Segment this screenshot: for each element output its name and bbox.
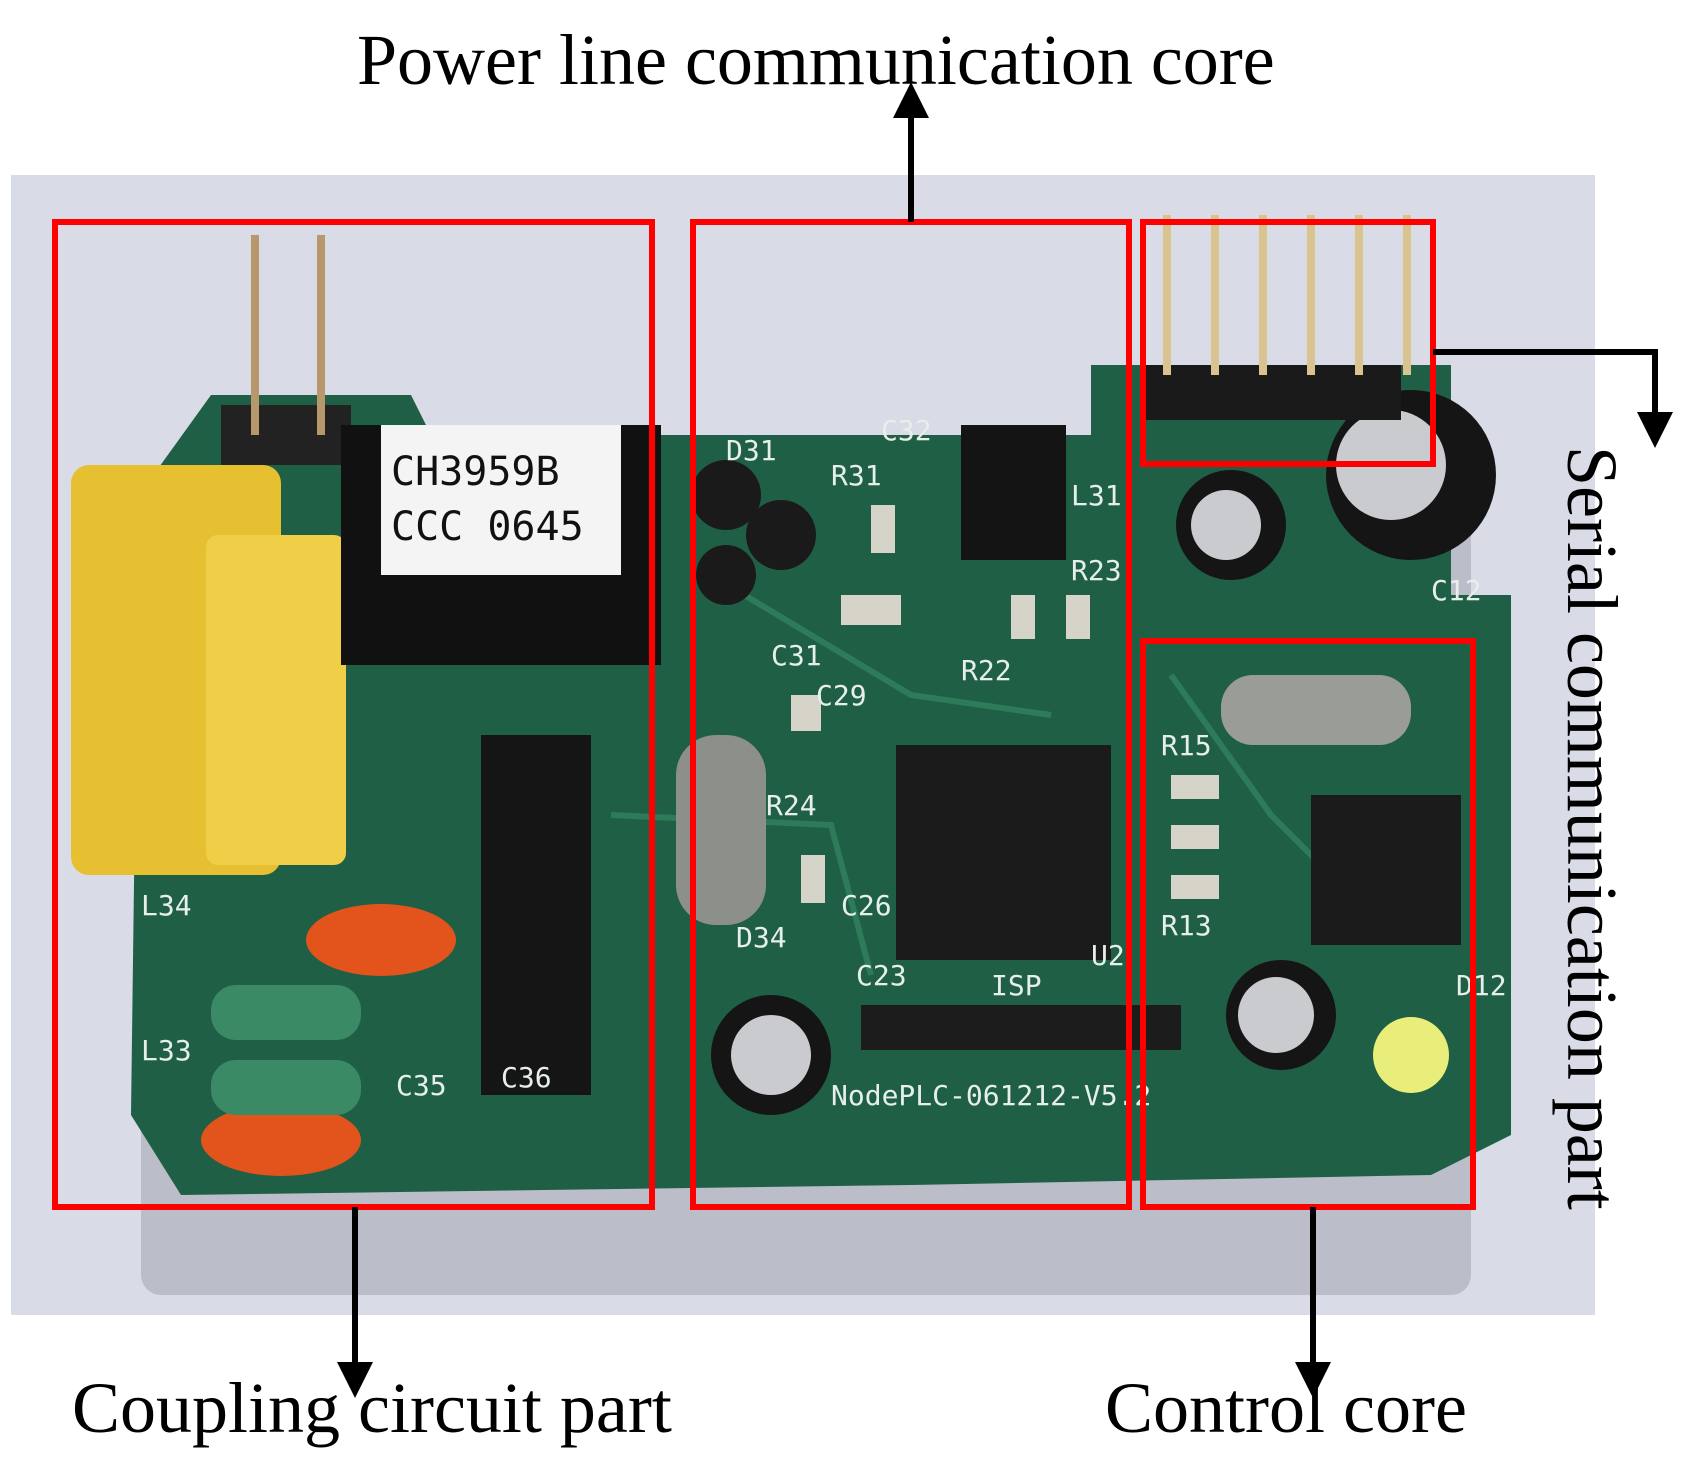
silk-c36: C36 (501, 1061, 552, 1094)
caption-control-core: Control core (1105, 1368, 1467, 1448)
highlight-box-power-line-core (690, 219, 1132, 1210)
silk-l34: L34 (141, 889, 192, 922)
module-label-line1: CH3959B (391, 449, 560, 495)
highlight-box-coupling (52, 219, 655, 1210)
silk-c29: C29 (816, 679, 867, 712)
highlight-box-serial (1140, 219, 1436, 467)
module-label-line2: CCC 0645 (391, 504, 584, 550)
silk-r15: R15 (1161, 729, 1212, 762)
silk-d31: D31 (726, 434, 777, 467)
caption-serial-part: Serial communication part (1552, 446, 1632, 1210)
arrow-serial (1433, 349, 1673, 448)
silk-r31: R31 (831, 459, 882, 492)
silk-c23: C23 (856, 959, 907, 992)
silk-c32: C32 (881, 414, 932, 447)
silk-c35: C35 (396, 1069, 447, 1102)
silk-d34: D34 (736, 921, 787, 954)
silk-c31: C31 (771, 639, 822, 672)
caption-coupling-part: Coupling circuit part (72, 1368, 672, 1448)
silk-d12: D12 (1456, 969, 1507, 1002)
silk-c26: C26 (841, 889, 892, 922)
silk-r13: R13 (1161, 909, 1212, 942)
silk-u2: U2 (1091, 939, 1125, 972)
silk-version: NodePLC-061212-V5.2 (831, 1079, 1151, 1112)
silk-l31: L31 (1071, 479, 1122, 512)
silk-l33: L33 (141, 1034, 192, 1067)
silk-r24: R24 (766, 789, 817, 822)
pcb-photo: CH3959B CCC 0645 (11, 175, 1595, 1315)
caption-power-line-core: Power line communication core (357, 20, 1275, 100)
silk-r22: R22 (961, 654, 1012, 687)
silk-c12: C12 (1431, 574, 1482, 607)
highlight-box-control-core (1140, 638, 1476, 1210)
silk-isp: ISP (991, 969, 1042, 1002)
silk-r23: R23 (1071, 554, 1122, 587)
